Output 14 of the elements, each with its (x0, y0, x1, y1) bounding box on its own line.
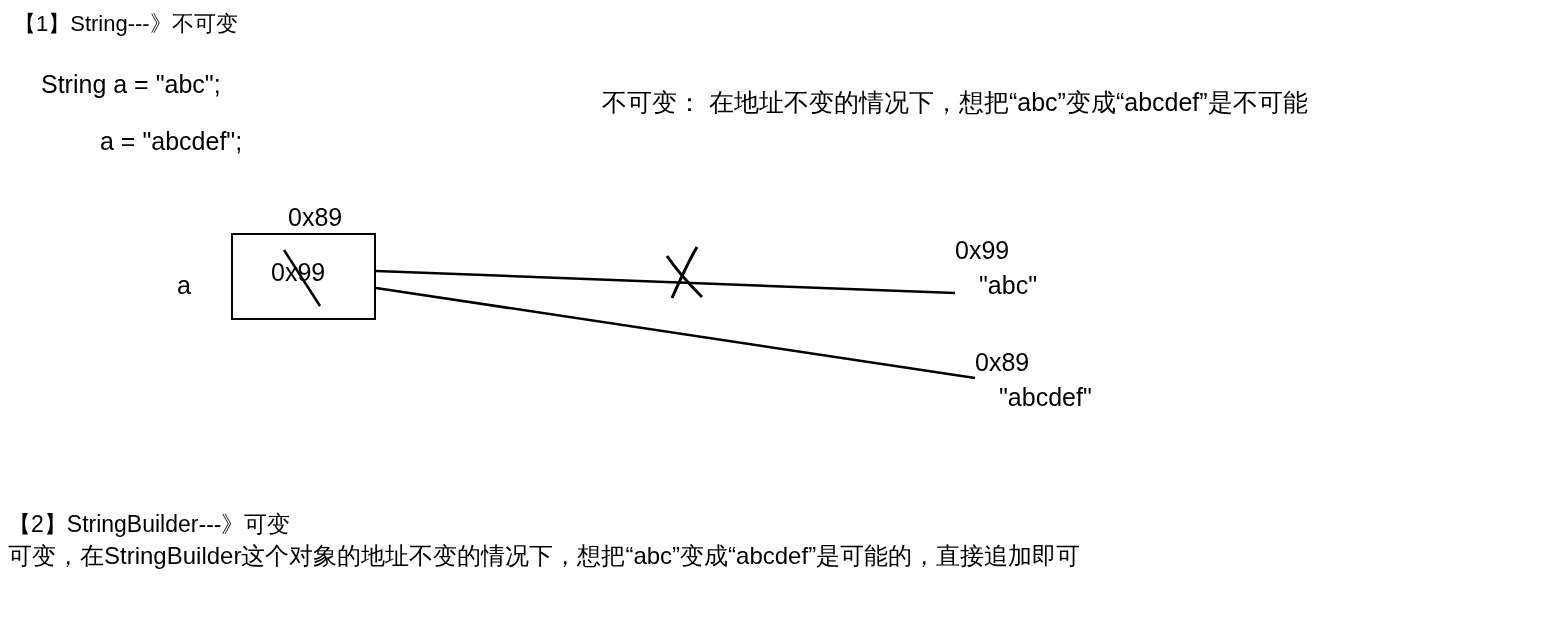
address-label: 0x99 (955, 235, 1011, 266)
connector-line (375, 286, 976, 380)
string-value: "abcdef" (999, 382, 1092, 412)
section-heading: 【1】String---》不可变 (14, 10, 238, 38)
address-label: 0x89 (975, 347, 1031, 378)
note-text: 不可变： 在地址不变的情况下，想把“abc”变成“abcdef”是不可能 (602, 87, 1308, 118)
string-value: "abc" (979, 270, 1038, 300)
connector-line (375, 269, 956, 295)
address-label: 0x89 (288, 203, 343, 231)
code-line: String a = "abc"; (41, 69, 221, 100)
section-heading: 【2】StringBuilder---》可变 (8, 510, 291, 539)
code-line: a = "abcdef"; (100, 126, 243, 157)
note-text: 可变，在StringBuilder这个对象的地址不变的情况下，想把“abc”变成“abcdef”是可能的，直接追加即可 (8, 541, 1081, 571)
variable-name: a (177, 270, 191, 300)
